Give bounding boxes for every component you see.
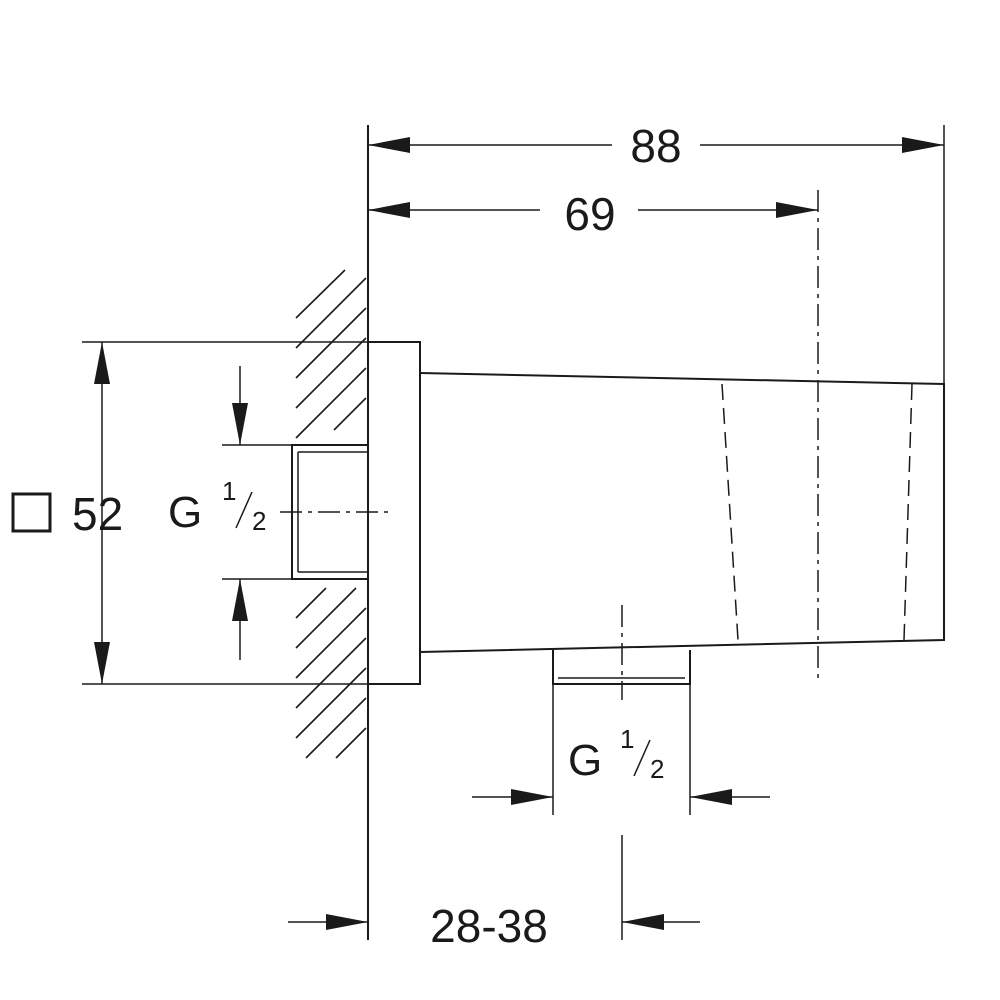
dimension-69: 69 [368, 188, 818, 240]
dimension-28-38: 28-38 [288, 835, 700, 952]
svg-text:1: 1 [620, 724, 634, 754]
svg-text:G: G [568, 736, 602, 785]
inlet-thread-label: G 1 2 [168, 476, 266, 537]
wall-flange [367, 341, 421, 685]
inlet-thread-dimension [222, 366, 292, 660]
dimension-28-38-label: 28-38 [430, 900, 548, 952]
svg-text:G: G [168, 488, 202, 537]
wall-hatching [295, 269, 367, 759]
dimension-88-label: 88 [630, 120, 681, 172]
holder-hidden-line-right [903, 383, 913, 641]
outlet-body [419, 372, 945, 653]
outlet-thread-dimension [472, 684, 770, 815]
dimension-69-label: 69 [564, 188, 615, 240]
dimension-52-label: 52 [72, 488, 123, 540]
holder-hidden-line-left [721, 383, 739, 641]
svg-text:2: 2 [650, 754, 664, 784]
outlet-thread-label: G 1 2 [568, 724, 664, 785]
square-section-icon [11, 492, 52, 533]
dimension-52 [82, 341, 368, 685]
dimension-88: 88 [368, 120, 945, 384]
svg-text:1: 1 [222, 476, 236, 506]
svg-text:2: 2 [252, 506, 266, 536]
